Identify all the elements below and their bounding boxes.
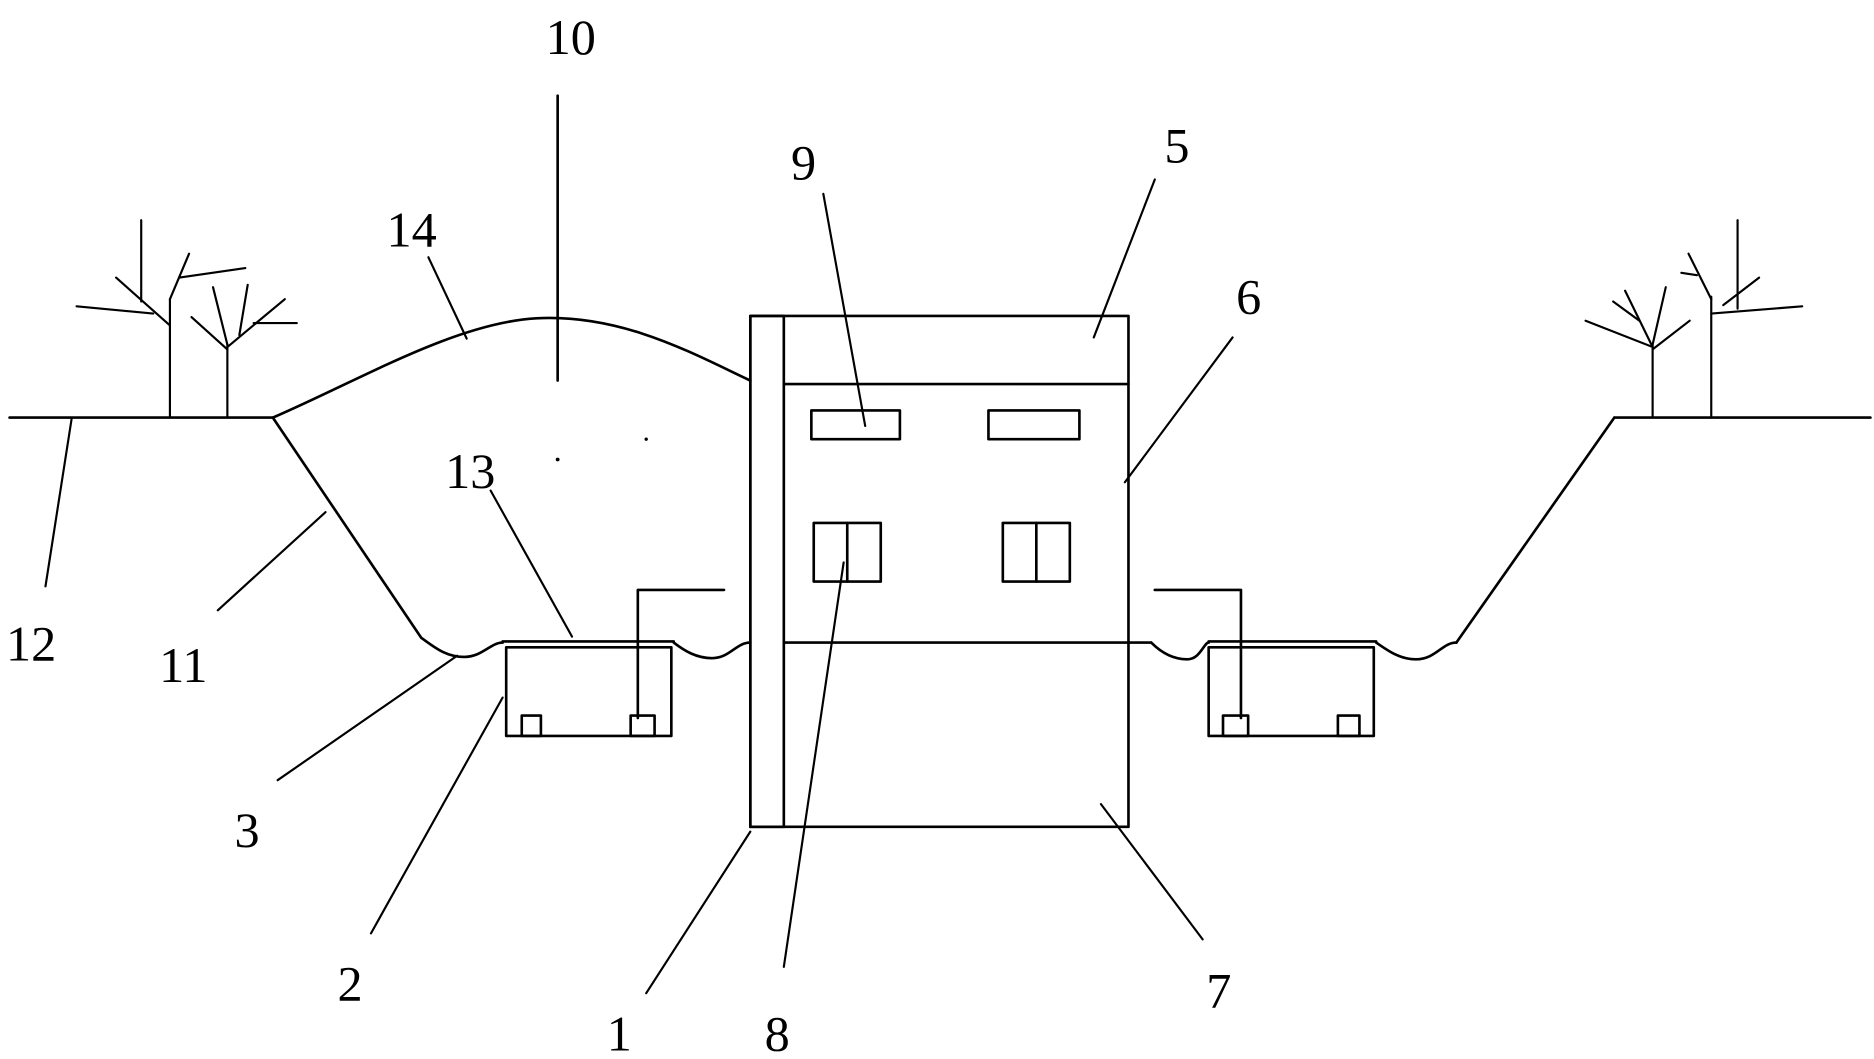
leader-3 — [276, 654, 459, 782]
upper-window-right — [987, 409, 1081, 441]
tree-branch — [1651, 319, 1691, 351]
tree-left-1 — [75, 219, 247, 419]
building-outline — [749, 314, 1130, 829]
label-3: 3 — [235, 802, 260, 858]
tank-right-body — [1207, 646, 1376, 738]
tank-left-block-1 — [520, 714, 543, 738]
marker-line-10 — [555, 94, 648, 462]
leader-lines — [44, 178, 1234, 995]
leader-7 — [1099, 803, 1204, 941]
terrain — [8, 416, 1872, 661]
tree-branch — [168, 252, 191, 301]
tree-branch — [1710, 305, 1804, 315]
slope-left — [271, 416, 423, 640]
leader-12 — [44, 416, 73, 588]
leader-8 — [782, 561, 845, 968]
pipe-left — [636, 588, 726, 720]
label-5: 5 — [1164, 118, 1189, 174]
tree-branch — [1584, 319, 1654, 349]
label-8: 8 — [765, 1006, 790, 1059]
tree-branch — [1651, 286, 1667, 346]
pipe-right — [1153, 588, 1243, 720]
label-11: 11 — [159, 637, 207, 693]
ditch-right-outer — [1374, 641, 1458, 661]
tree-branch — [1687, 252, 1713, 301]
reference-labels: 10 9 5 14 6 13 12 11 3 2 7 1 8 — [6, 9, 1261, 1059]
tree-right-1 — [1584, 286, 1691, 419]
tank-right — [1153, 588, 1376, 738]
label-13: 13 — [445, 443, 495, 499]
leader-14 — [427, 256, 468, 340]
leader-6 — [1123, 336, 1234, 484]
tank-right-block-2 — [1336, 714, 1361, 738]
tree-branch — [178, 266, 247, 279]
label-12: 12 — [6, 616, 56, 672]
building-side-strip — [749, 314, 786, 829]
tree-branch — [1722, 276, 1761, 307]
tree-right-2 — [1680, 219, 1804, 419]
label-14: 14 — [387, 202, 437, 258]
soil-mound — [271, 316, 752, 419]
leader-9 — [822, 192, 867, 428]
tree-branch — [115, 276, 172, 327]
leader-1 — [645, 830, 752, 995]
leader-11 — [216, 511, 327, 612]
label-1: 1 — [607, 1006, 632, 1059]
ditch-left-inner — [672, 641, 752, 660]
tree-branch — [1612, 300, 1641, 322]
tree-branch — [190, 316, 229, 351]
label-7: 7 — [1206, 963, 1231, 1019]
tree-branch — [238, 283, 249, 337]
label-10: 10 — [546, 9, 596, 65]
building — [749, 314, 1130, 829]
label-6: 6 — [1236, 269, 1261, 325]
leader-5 — [1092, 178, 1156, 339]
tree-branch — [1624, 289, 1654, 349]
upper-window-left — [810, 409, 902, 441]
marker-dot — [555, 457, 560, 462]
tank-left-block-2 — [629, 714, 656, 738]
ditch-left-outer — [419, 636, 504, 659]
ditch-right-inner — [1149, 641, 1210, 661]
tree-branch — [75, 305, 155, 315]
label-9: 9 — [791, 134, 816, 190]
tank-left — [504, 588, 726, 738]
marker-dot — [644, 437, 648, 441]
tree-left-2 — [190, 283, 298, 419]
leader-13 — [489, 489, 574, 638]
tank-right-block-1 — [1221, 714, 1250, 738]
tree-branch — [211, 286, 229, 346]
tank-left-body — [504, 646, 673, 738]
slope-right — [1455, 416, 1616, 644]
label-2: 2 — [337, 955, 362, 1011]
leader-2 — [369, 696, 504, 935]
tree-branch — [1680, 271, 1698, 277]
